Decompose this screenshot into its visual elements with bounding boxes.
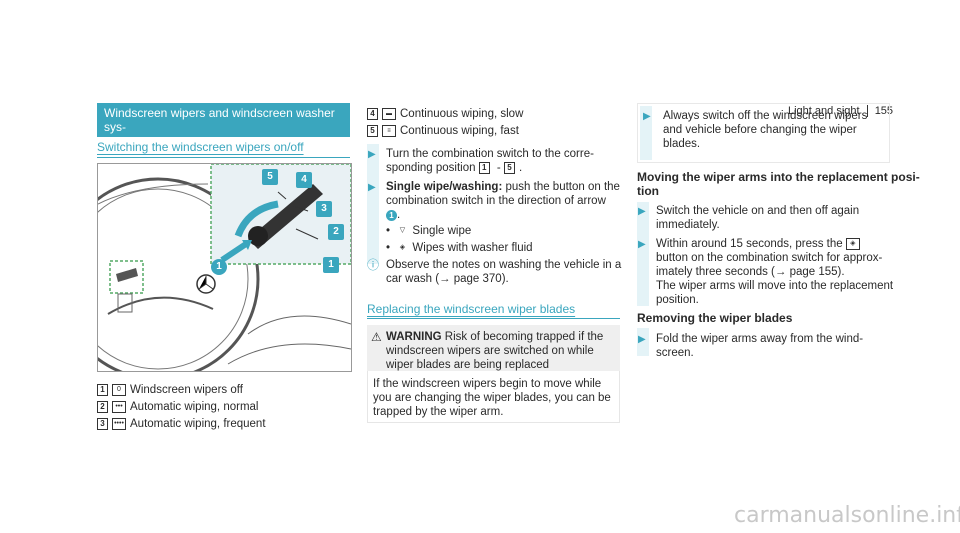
warning-text: WARNING Risk of becoming trapped if the … [386,331,604,371]
arrow-icon-2: ▶ [368,182,376,193]
running-header: Light and sight 155 [788,104,893,118]
callout-3: 3 [316,201,332,217]
legend-item-4: 4▬Continuous wiping, slow [367,107,523,121]
info-icon: ⓘ [367,258,380,272]
legend-item-5: 5≡Continuous wiping, fast [367,124,519,138]
illustration: 1 1 2 3 4 5 [97,163,352,372]
callout-2: 2 [328,224,344,240]
bullet-washer: • ◈Wipes with washer fluid [386,242,533,254]
legend-item-2: 2•••Automatic wiping, normal [97,400,258,414]
callout-1b: 1 [323,257,339,273]
steering-column-illustration [98,164,351,371]
washer-icon: ◈ [396,242,409,253]
note-car-wash: Observe the notes on washing the vehicle… [386,259,622,285]
legend-item-3: 3••••Automatic wiping, frequent [97,417,266,431]
arrow-icon-3: ▶ [643,111,651,122]
callout-5: 5 [262,169,278,185]
warning-body: If the windscreen wipers begin to move w… [373,378,611,418]
page-number: 155 [874,105,894,117]
step-fold-arms: Fold the wiper arms away from the wind-s… [656,333,864,359]
step-switch-vehicle: Switch the vehicle on and then off again… [656,205,860,231]
intro-box [637,103,890,163]
subheading-switching: Switching the windscreen wipers on/off [97,140,304,154]
step-turn-switch: Turn the combination switch to the corre… [386,148,594,174]
step-single-wipe: Single wipe/washing: push the button on … [386,181,620,221]
callout-1: 1 [211,259,227,275]
arrow-icon-6: ▶ [638,334,646,345]
section-banner: Windscreen wipers and windscreen washer … [97,103,350,148]
watermark: carmanualsonline.info [734,503,960,528]
step-bar-2 [637,202,649,306]
callout-4: 4 [296,172,312,188]
step-bar-3 [637,328,649,356]
heading-removing-blades: Removing the wiper blades [637,311,793,325]
heading-moving-wipers: Moving the wiper arms into the replaceme… [637,170,920,198]
subheading-replacing: Replacing the windscreen wiper blades [367,302,576,316]
intro-bar [640,106,652,160]
warning-triangle-icon: ⚠ [371,330,382,344]
arrow-icon-5: ▶ [638,239,646,250]
banner-title: Windscreen wipers and windscreen washer … [104,106,335,148]
double-line-icon: ≡ [382,124,396,137]
section-title: Light and sight [788,105,860,117]
line-icon: ▬ [382,107,396,120]
step-bar [367,144,379,264]
warning-box [367,325,620,371]
washer-button-icon: ◈ [845,237,860,250]
bullet-single-wipe: • ▽Single wipe [386,225,472,237]
single-wipe-icon: ▽ [396,225,409,236]
warning-body-box [367,371,620,423]
divider [97,157,350,158]
divider-2 [367,318,620,319]
arrow-icon-4: ▶ [638,206,646,217]
step-press-button: Within around 15 seconds, press the ◈ bu… [656,237,894,306]
arrow-icon: ▶ [368,149,376,160]
